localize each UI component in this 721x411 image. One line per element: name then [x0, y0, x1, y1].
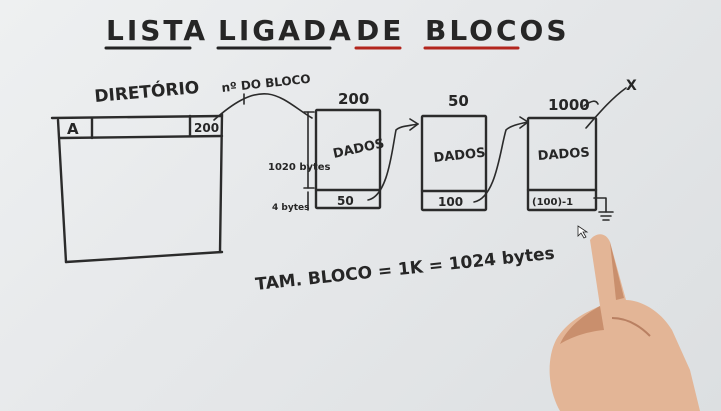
title-word-de: DE — [356, 14, 404, 47]
title-word-lista: LISTA — [106, 14, 208, 47]
directory-entry-pointer: 200 — [194, 121, 219, 135]
presenter-hand — [549, 234, 700, 411]
block-size-formula: TAM. BLOCO = 1K = 1024 bytes — [254, 244, 555, 295]
title-word-ligada: LIGADA — [218, 14, 354, 47]
block-1-address: 200 — [338, 90, 369, 108]
end-marker: X — [626, 78, 637, 94]
arrow-directory-to-block — [213, 93, 313, 121]
data-size-annotation: 1020 bytes — [268, 162, 331, 173]
block-1-next: 50 — [337, 194, 354, 208]
block-3-next: (100)-1 — [532, 197, 573, 208]
block-2-address: 50 — [448, 92, 469, 110]
block-1-content: DADOS — [332, 136, 386, 161]
block-3-content: DADOS — [537, 145, 590, 164]
end-marker-line — [585, 87, 627, 129]
ground-symbol-stem — [593, 197, 607, 213]
block-2-next: 100 — [438, 195, 463, 209]
directory-table — [50, 112, 224, 264]
block-2-content: DADOS — [433, 146, 486, 166]
block-1 — [314, 108, 382, 210]
directory-entry-name: A — [67, 120, 79, 138]
block-3-address: 1000 — [548, 96, 590, 114]
pointer-label: nº DO BLOCO — [221, 72, 311, 95]
block-2 — [420, 114, 488, 212]
title-word-blocos: BLOCOS — [425, 14, 570, 47]
arrow-block-1-to-2 — [367, 123, 419, 201]
block-3 — [526, 116, 598, 212]
pointer-size-annotation: 4 bytes — [272, 203, 309, 213]
directory-label: DIRETÓRIO — [94, 76, 201, 107]
block-3-address-tick — [583, 100, 599, 107]
mouse-cursor — [577, 225, 589, 239]
arrow-block-2-to-3 — [473, 121, 529, 203]
